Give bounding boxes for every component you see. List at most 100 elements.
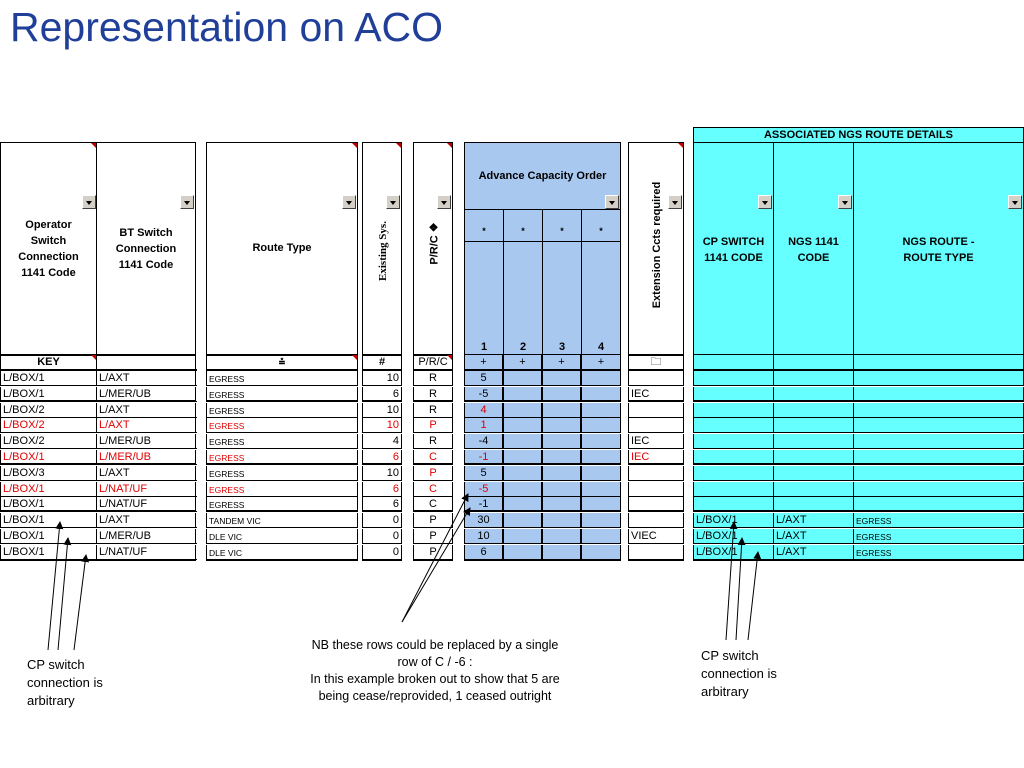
cell-a4: [581, 434, 621, 449]
ngs-code-header-label: NGS 1141 CODE: [788, 236, 839, 264]
cell-cp: [693, 402, 774, 417]
cell-nr: [853, 465, 1024, 480]
cell-ex: 0: [362, 529, 402, 543]
cell-prc: P: [413, 418, 453, 433]
cell-a1: 1: [464, 418, 503, 433]
cell-a4: [581, 497, 621, 512]
cell-ex: 6: [362, 450, 402, 464]
aco-key-plus-4: +: [581, 355, 621, 369]
cell-a1: -5: [464, 481, 503, 496]
aco-key-plus-1: +: [464, 355, 503, 369]
cell-op: L/BOX/2: [0, 402, 97, 417]
cell-a1: 5: [464, 465, 503, 480]
cell-ext: [628, 544, 684, 559]
cell-a3: [542, 465, 581, 480]
operator-filter-dropdown[interactable]: [82, 195, 96, 209]
cell-a1: 30: [464, 513, 503, 528]
column-gap: [621, 355, 628, 561]
cell-nr: [853, 434, 1024, 449]
cell-a3: [542, 434, 581, 449]
ngs-route-header: NGS ROUTE - ROUTE TYPE: [853, 142, 1024, 356]
cell-a4: [581, 465, 621, 480]
ngs-code-filter-dropdown[interactable]: [838, 195, 852, 209]
existing-sys-header: Existing Sys.: [362, 142, 402, 356]
cell-a1: -1: [464, 497, 503, 512]
cp-switch-header-label: CP SWITCH 1141 CODE: [702, 236, 765, 264]
cell-route: EGRESS: [206, 450, 358, 464]
aco-star-2: *: [521, 226, 525, 236]
column-gap: [684, 355, 693, 561]
cell-op: L/BOX/2: [0, 418, 97, 433]
aco-star-3: *: [560, 226, 564, 236]
cell-ex: 10: [362, 371, 402, 385]
cell-a1: 4: [464, 402, 503, 417]
existing-filter-dropdown[interactable]: [386, 195, 400, 209]
cell-nr: [853, 386, 1024, 401]
comment-marker: [678, 143, 683, 148]
route-type-filter-dropdown[interactable]: [342, 195, 356, 209]
cell-a2: [503, 513, 542, 528]
aco-star-4: *: [599, 226, 603, 236]
cell-prc: C: [413, 450, 453, 464]
cell-ex: 6: [362, 481, 402, 496]
cell-a2: [503, 529, 542, 543]
table-bottom-border: [464, 560, 621, 561]
cell-a4: [581, 402, 621, 417]
cell-a2: [503, 434, 542, 449]
cell-nr: [853, 497, 1024, 512]
comment-marker: [352, 143, 357, 148]
extension-header-label: Extension Ccts required: [651, 181, 663, 309]
cell-a3: [542, 450, 581, 464]
prc-filter-dropdown[interactable]: [437, 195, 451, 209]
cell-ngs: L/AXT: [773, 513, 854, 528]
route-type-header-label: Route Type: [252, 242, 312, 254]
cell-a3: [542, 529, 581, 543]
aco-filter-dropdown[interactable]: [605, 195, 619, 209]
cell-ngs: [773, 481, 854, 496]
cell-op: L/BOX/1: [0, 386, 97, 401]
cell-bt: L/MER/UB: [96, 450, 196, 464]
cell-prc: R: [413, 434, 453, 449]
cp-switch-filter-dropdown[interactable]: [758, 195, 772, 209]
existing-key-symbol: #: [362, 355, 402, 369]
column-gap: [453, 355, 464, 561]
cell-op: L/BOX/1: [0, 481, 97, 496]
cell-ext: IEC: [628, 434, 684, 449]
aco-header-label: Advance Capacity Order: [478, 170, 607, 182]
cell-prc: C: [413, 497, 453, 512]
cell-nr: [853, 371, 1024, 385]
extension-filter-dropdown[interactable]: [668, 195, 682, 209]
cell-prc: R: [413, 371, 453, 385]
cell-a1: -1: [464, 450, 503, 464]
comment-marker: [91, 355, 96, 360]
bt-filter-dropdown[interactable]: [180, 195, 194, 209]
table-bottom-border: [693, 560, 1024, 561]
cell-nr: [853, 450, 1024, 464]
cell-ext: [628, 465, 684, 480]
key-bt-empty: [96, 355, 196, 369]
key-label: KEY: [0, 355, 97, 369]
ngs-route-filter-dropdown[interactable]: [1008, 195, 1022, 209]
extension-header: Extension Ccts required: [628, 142, 684, 356]
cell-cp: [693, 481, 774, 496]
cell-a4: [581, 481, 621, 496]
cell-cp: [693, 497, 774, 512]
cell-a2: [503, 544, 542, 559]
cell-ext: [628, 481, 684, 496]
column-gap: [402, 355, 413, 561]
comment-marker: [447, 143, 452, 148]
cell-cp: [693, 465, 774, 480]
note-left: CP switch connection is arbitrary: [27, 657, 103, 708]
cell-route: EGRESS: [206, 434, 358, 449]
table-bottom-border: [0, 560, 196, 561]
note-middle-text: NB these rows could be replaced by a sin…: [310, 638, 560, 703]
cell-a2: [503, 418, 542, 433]
cell-route: EGRESS: [206, 497, 358, 512]
aco-key-plus-2: +: [503, 355, 542, 369]
